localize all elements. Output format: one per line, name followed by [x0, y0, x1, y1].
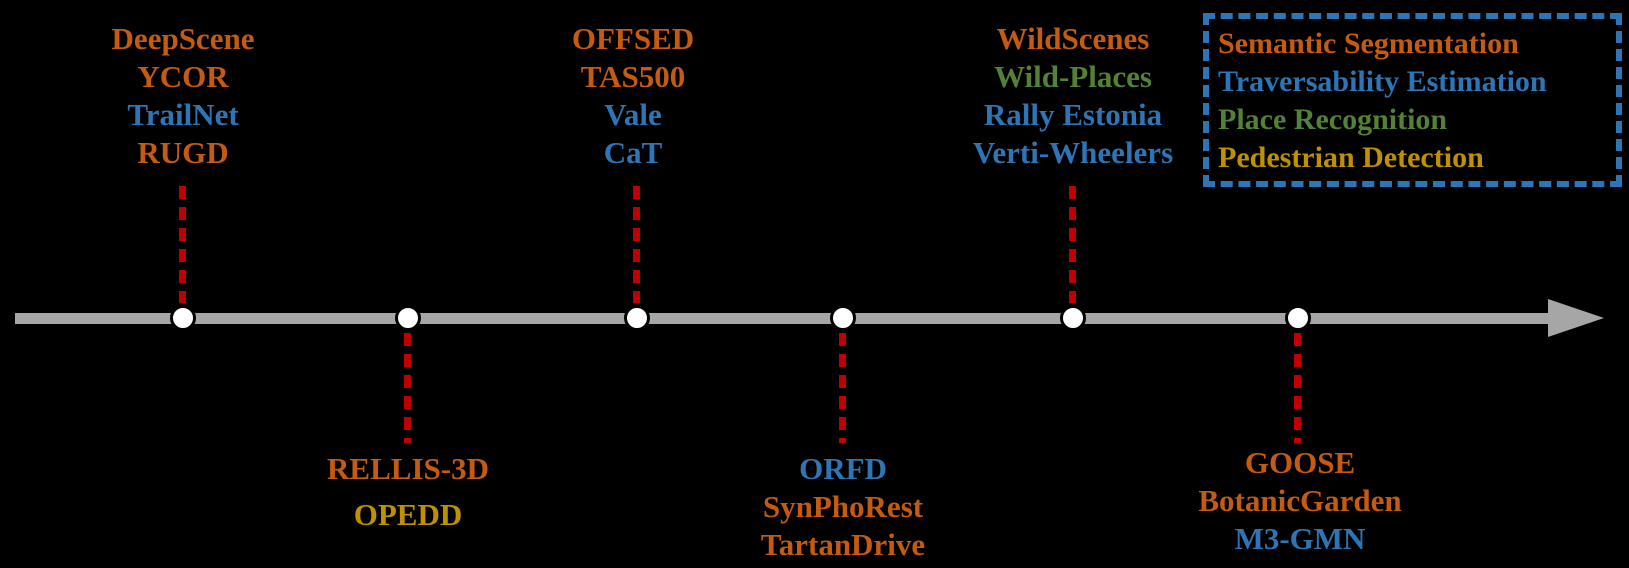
connector-group-3 — [633, 186, 640, 303]
dataset-label: M3-GMN — [1234, 521, 1366, 556]
dataset-group-5: WildScenes Wild-Places Rally Estonia Ver… — [973, 20, 1173, 172]
dataset-label: Wild-Places — [994, 59, 1152, 94]
legend-item-traversability-estimation: Traversability Estimation — [1218, 65, 1547, 98]
legend-item-semantic-segmentation: Semantic Segmentation — [1218, 27, 1519, 60]
dataset-group-6: GOOSE BotanicGarden M3-GMN — [1198, 444, 1401, 558]
legend-item-pedestrian-detection: Pedestrian Detection — [1218, 141, 1484, 174]
dataset-group-1: DeepScene YCOR TrailNet RUGD — [112, 20, 255, 172]
timeline-node-1 — [170, 305, 196, 331]
dataset-label: RUGD — [137, 135, 229, 170]
dataset-label: DeepScene — [111, 21, 255, 56]
connector-group-5 — [1069, 186, 1076, 303]
dataset-label: BotanicGarden — [1198, 483, 1402, 518]
dataset-label: Verti-Wheelers — [972, 135, 1174, 170]
connector-group-2 — [404, 333, 411, 443]
dataset-label: Vale — [604, 97, 662, 132]
connector-group-6 — [1294, 333, 1301, 443]
dataset-label: Rally Estonia — [983, 97, 1163, 132]
timeline-node-4 — [830, 305, 856, 331]
dataset-label: TartanDrive — [760, 527, 926, 562]
timeline-node-2 — [395, 305, 421, 331]
timeline-node-5 — [1060, 305, 1086, 331]
dataset-label: CaT — [603, 135, 663, 170]
timeline-axis — [15, 313, 1552, 324]
dataset-label: WildScenes — [996, 21, 1150, 56]
legend-item-place-recognition: Place Recognition — [1218, 103, 1448, 136]
dataset-group-4: ORFD SynPhoRest TartanDrive — [761, 450, 925, 564]
timeline-node-6 — [1285, 305, 1311, 331]
connector-group-4 — [839, 333, 846, 443]
dataset-label: TAS500 — [580, 59, 686, 94]
dataset-label: ORFD — [799, 451, 887, 486]
dataset-label: SynPhoRest — [762, 489, 924, 524]
dataset-label: TrailNet — [127, 97, 239, 132]
legend-box: Semantic Segmentation Traversability Est… — [1203, 13, 1622, 187]
dataset-label: GOOSE — [1244, 445, 1356, 480]
dataset-group-2: RELLIS-3D OPEDD — [327, 450, 489, 534]
dataset-label: OFFSED — [571, 21, 695, 56]
dataset-group-3: OFFSED TAS500 Vale CaT — [572, 20, 694, 172]
dataset-label: RELLIS-3D — [327, 451, 489, 486]
connector-group-1 — [179, 186, 186, 303]
timeline-arrowhead-icon — [1548, 299, 1604, 337]
dataset-label: YCOR — [137, 59, 229, 94]
dataset-label: OPEDD — [353, 497, 463, 532]
timeline-node-3 — [624, 305, 650, 331]
